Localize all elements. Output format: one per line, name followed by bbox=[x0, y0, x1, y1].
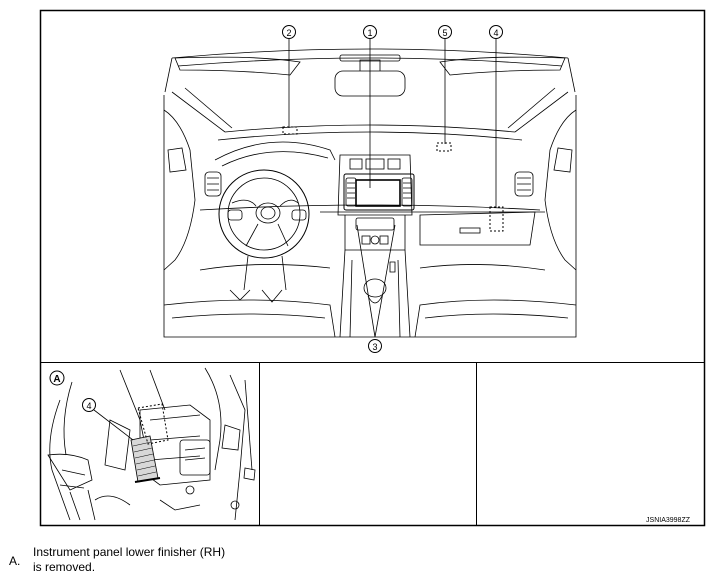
detail-module-highlight bbox=[130, 403, 169, 483]
detail-view-a: A bbox=[47, 367, 256, 521]
legend-text: Instrument panel lower finisher (RH) is … bbox=[33, 545, 333, 575]
callout-4: 4 bbox=[489, 25, 503, 39]
legend-letter: A. bbox=[9, 554, 21, 568]
detail-callout-4: 4 bbox=[86, 401, 91, 411]
marker-5 bbox=[436, 142, 452, 152]
detail-leader-line bbox=[93, 409, 134, 441]
detail-illustration bbox=[47, 367, 256, 521]
callout-2-label: 2 bbox=[286, 28, 291, 38]
callout-1: 1 bbox=[363, 25, 377, 39]
callout-4-label: 4 bbox=[493, 28, 498, 38]
leader-lines bbox=[288, 39, 497, 338]
outer-frame bbox=[39, 9, 706, 527]
detail-view-letter: A bbox=[53, 374, 60, 385]
legend-line-2: is removed. bbox=[33, 560, 96, 574]
marker-2 bbox=[282, 126, 298, 135]
callout-5-label: 5 bbox=[442, 28, 447, 38]
callout-3-label: 3 bbox=[372, 342, 377, 352]
callout-3: 3 bbox=[368, 339, 382, 353]
callout-2: 2 bbox=[282, 25, 296, 39]
legend-line-1: Instrument panel lower finisher (RH) bbox=[33, 545, 226, 559]
location-markers bbox=[282, 126, 504, 232]
callout-5: 5 bbox=[438, 25, 452, 39]
figure-code: JSNIA3998ZZ bbox=[646, 517, 691, 524]
callout-1-label: 1 bbox=[367, 28, 372, 38]
marker-4 bbox=[489, 206, 504, 232]
